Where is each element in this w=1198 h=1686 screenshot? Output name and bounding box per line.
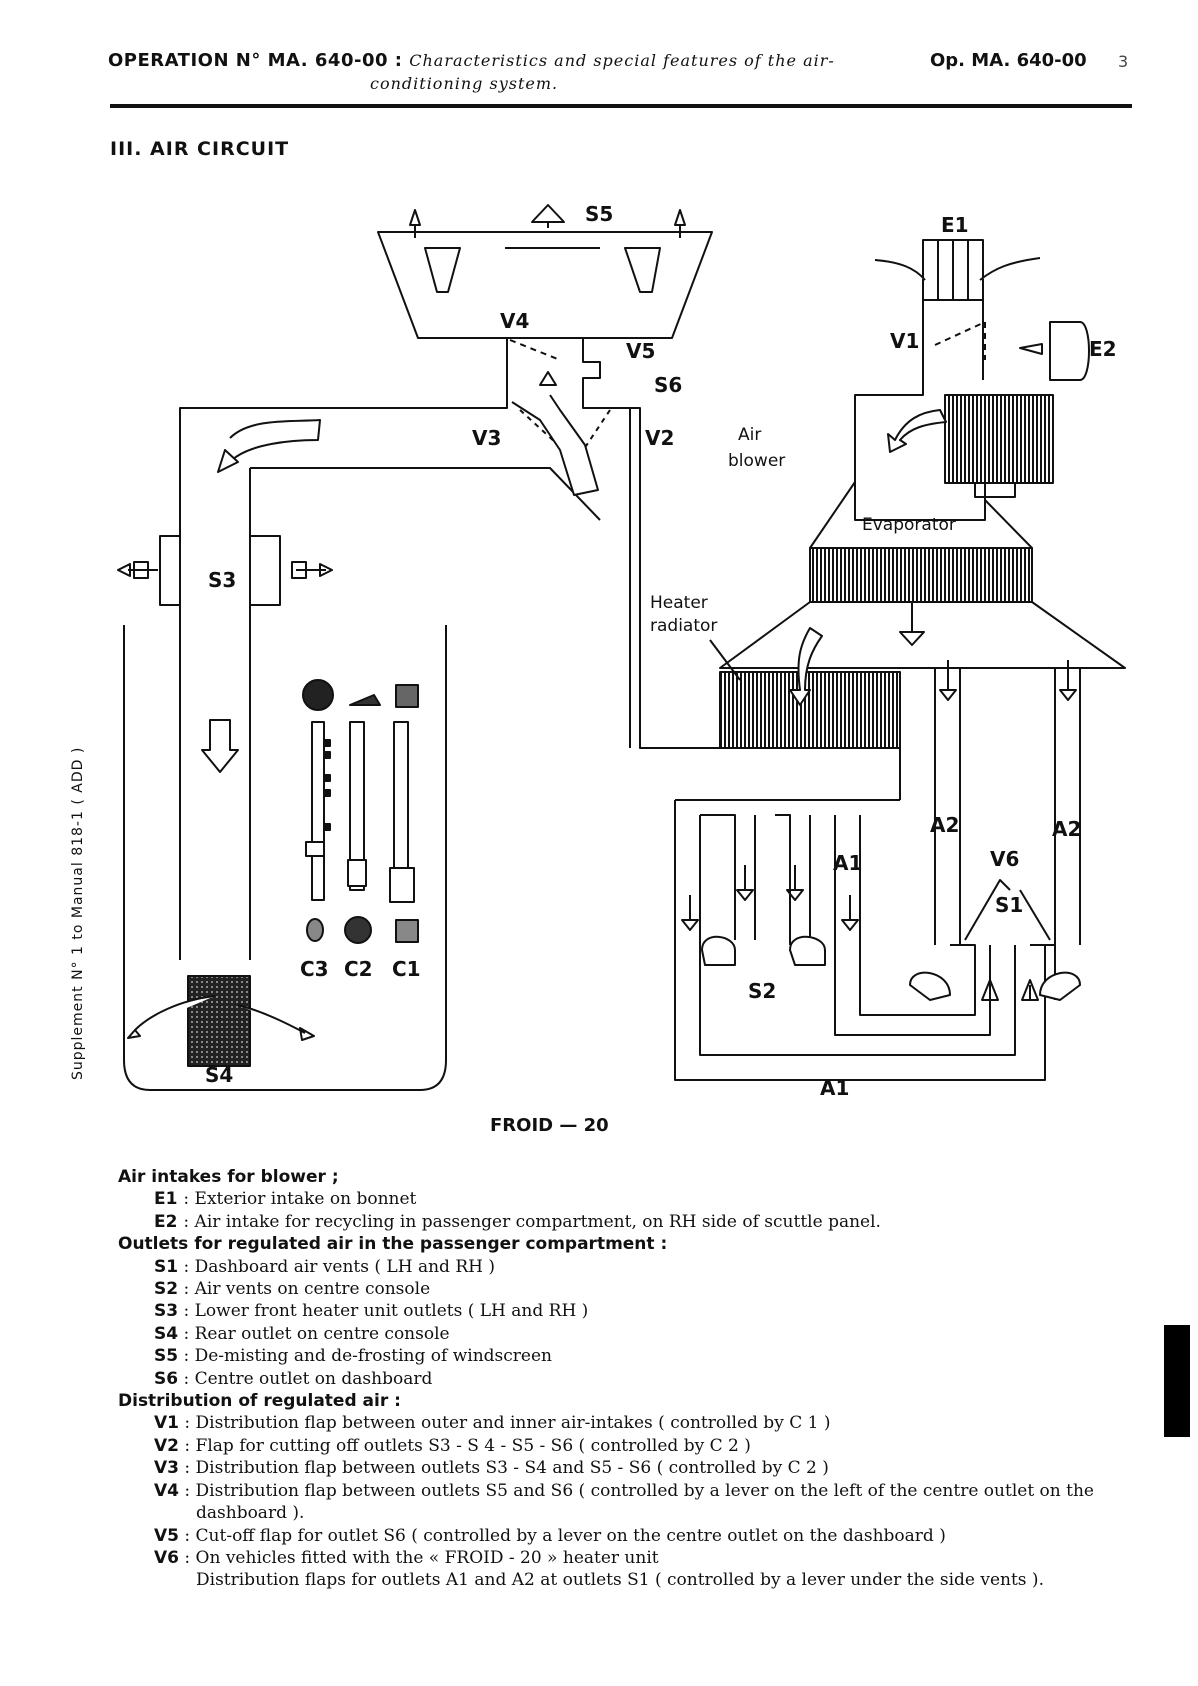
label-v1: V1 <box>890 329 919 353</box>
a2-duct-right <box>1054 668 1081 945</box>
e2-recycling-intake <box>1049 321 1090 381</box>
diagram-caption: FROID — 20 <box>490 1115 609 1136</box>
legend-item: V1 : Distribution flap between outer and… <box>154 1413 831 1434</box>
air-blower <box>944 394 1054 484</box>
label-a2-right: A2 <box>1052 817 1081 841</box>
operation-reference: Op. MA. 640-00 <box>930 50 1087 71</box>
s5-arrow-up-center <box>531 204 565 228</box>
legend-item: S3 : Lower front heater unit outlets ( L… <box>154 1301 589 1322</box>
heater-radiator <box>719 671 901 749</box>
label-v5: V5 <box>626 339 655 363</box>
legend-item: V6 : On vehicles fitted with the « FROID… <box>154 1547 659 1568</box>
page-edge-tab <box>1164 1325 1190 1437</box>
legend-item: V4 : Distribution flap between outlets S… <box>154 1480 1094 1501</box>
label-s5: S5 <box>585 202 613 226</box>
label-e2: E2 <box>1089 337 1117 361</box>
v6-distribution-flaps <box>964 879 1051 941</box>
label-heater-2: radiator <box>650 616 717 636</box>
legend-item: E2 : Air intake for recycling in passeng… <box>154 1211 881 1232</box>
label-evaporator: Evaporator <box>862 515 956 535</box>
label-c2: C2 <box>344 957 373 981</box>
a2-duct-left <box>934 668 961 945</box>
legend-item: S5 : De-misting and de-frosting of winds… <box>154 1346 552 1367</box>
centre-console <box>123 625 447 1091</box>
label-c1: C1 <box>392 957 421 981</box>
s5-windscreen-duct <box>377 231 713 339</box>
page-number: 3 <box>1118 52 1129 71</box>
legend-item: E1 : Exterior intake on bonnet <box>154 1189 417 1210</box>
operation-subject-line1: Characteristics and special features of … <box>409 51 835 70</box>
s2-console-vents <box>674 800 1046 1081</box>
legend-item: V3 : Distribution flap between outlets S… <box>154 1458 829 1479</box>
legend-item: S4 : Rear outlet on centre console <box>154 1323 450 1344</box>
legend-item: V5 : Cut-off flap for outlet S6 ( contro… <box>154 1525 946 1546</box>
operation-subject-line2: conditioning system. <box>370 74 559 93</box>
label-e1: E1 <box>941 213 969 237</box>
legend-item: S2 : Air vents on centre console <box>154 1279 431 1300</box>
v3-flap <box>519 409 581 466</box>
legend-continuation: Distribution flaps for outlets A1 and A2… <box>196 1570 1044 1591</box>
label-a2-left: A2 <box>930 813 959 837</box>
label-heater-1: Heater <box>650 593 708 613</box>
label-s4: S4 <box>205 1063 233 1087</box>
control-slot-c3 <box>311 721 325 901</box>
label-s2: S2 <box>748 979 776 1003</box>
evaporator <box>809 547 1033 603</box>
label-v4: V4 <box>500 309 529 333</box>
central-duct <box>179 338 508 960</box>
label-v3: V3 <box>472 426 501 450</box>
control-slot-c2 <box>349 721 365 891</box>
label-v6: V6 <box>990 847 1019 871</box>
section-title: III. AIR CIRCUIT <box>110 138 290 160</box>
v1-flap <box>934 321 986 346</box>
legend-item: S1 : Dashboard air vents ( LH and RH ) <box>154 1256 495 1277</box>
label-s3: S3 <box>208 568 236 592</box>
label-a1-bottom: A1 <box>820 1076 849 1100</box>
operation-number: OPERATION N° MA. 640-00 : <box>108 50 403 71</box>
s5-arrow-up-right <box>674 209 686 238</box>
v4-flap <box>509 339 561 361</box>
air-circuit-diagram: S5 E1 E2 V1 V4 V5 S6 V3 V2 S3 S4 S2 S1 V… <box>117 202 1126 1100</box>
legend: Air intakes for blower ; E1 : Exterior i… <box>118 1166 1094 1592</box>
operation-header: OPERATION N° MA. 640-00 : Characteristic… <box>108 50 835 71</box>
s3-outlet-box <box>159 535 281 606</box>
control-slot-c1 <box>393 721 409 889</box>
label-v2: V2 <box>645 426 674 450</box>
label-a1-top: A1 <box>833 851 862 875</box>
label-s6: S6 <box>654 373 682 397</box>
s5-arrow-up-left <box>409 209 421 238</box>
label-s1: S1 <box>995 893 1023 917</box>
legend-outlets-heading: Outlets for regulated air in the passeng… <box>118 1234 668 1255</box>
s4-rear-outlet <box>187 975 251 1067</box>
label-air-blower-2: blower <box>728 451 785 471</box>
legend-item: S6 : Centre outlet on dashboard <box>154 1368 433 1389</box>
legend-item: V2 : Flap for cutting off outlets S3 - S… <box>154 1435 751 1456</box>
legend-distribution-heading: Distribution of regulated air : <box>118 1391 401 1412</box>
header-rule <box>110 104 1132 108</box>
label-air-blower-1: Air <box>738 425 761 445</box>
legend-intakes-heading: Air intakes for blower ; <box>118 1167 339 1187</box>
legend-continuation: dashboard ). <box>196 1503 305 1524</box>
label-c3: C3 <box>300 957 329 981</box>
